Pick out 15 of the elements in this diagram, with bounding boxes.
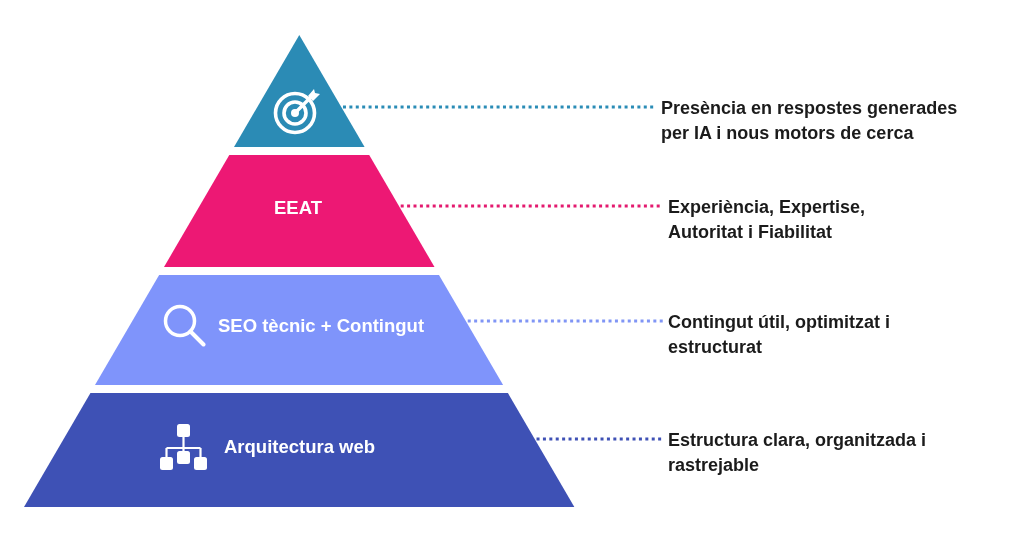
pyramid-tier [163, 155, 435, 267]
leader-line [343, 105, 656, 109]
pyramid-tier [94, 275, 504, 385]
tier-label: SEO tècnic + Contingut [218, 315, 425, 337]
description-text: Estructura clara, organitzada i rastrejable [668, 428, 968, 478]
pyramid-tier [233, 35, 365, 147]
description-text: Presència en respostes generades per IA i nous motors de cerca [661, 96, 983, 146]
leader-line [467, 319, 663, 323]
description-text: Experiència, Expertise, Autoritat i Fiabilitat [668, 195, 908, 245]
pyramid-tier [23, 393, 575, 507]
tier-label: EEAT [274, 197, 322, 219]
tier-label: Arquitectura web [224, 436, 376, 458]
leader-line [536, 437, 663, 441]
description-text: Contingut útil, optimitzat i estructurat [668, 310, 938, 360]
leader-line [400, 204, 663, 208]
